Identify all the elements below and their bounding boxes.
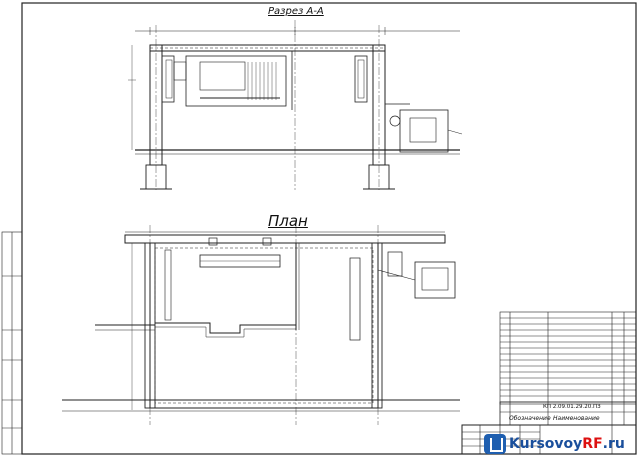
section-title: Разрез А-А <box>268 6 324 17</box>
document-code: КП 2.09.01.29.20.ПЗ <box>543 404 601 410</box>
section-view <box>128 20 463 190</box>
table-header-designation: Обозначение <box>509 415 551 422</box>
plan-title: План <box>268 212 308 230</box>
left-stamp-strip <box>1 231 23 455</box>
plan-view <box>62 225 460 425</box>
specification-table <box>499 311 637 426</box>
watermark-part3: .ru <box>602 436 625 452</box>
watermark-logo[interactable]: Kursovoy RF .ru <box>484 431 638 457</box>
watermark-part1: Kursovoy <box>509 436 583 452</box>
table-header-name: Наименование <box>553 415 600 422</box>
book-icon <box>484 434 506 454</box>
sheet-frame <box>21 2 637 455</box>
watermark-part2: RF <box>582 436 603 452</box>
